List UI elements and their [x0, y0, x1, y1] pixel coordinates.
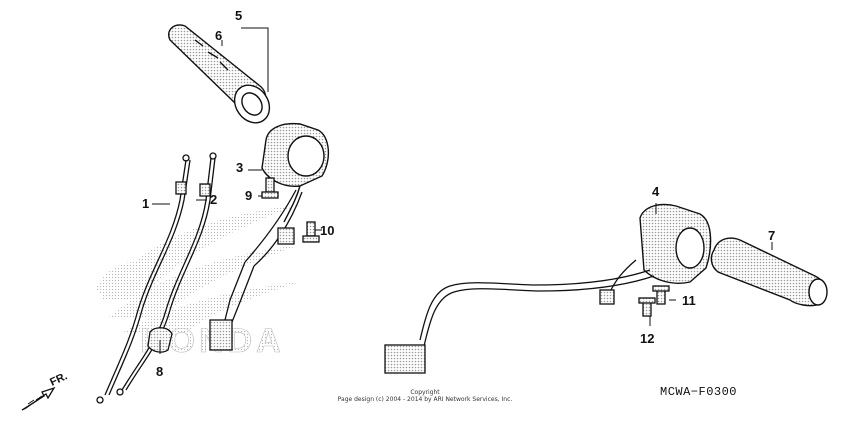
throttle-housing: [261, 122, 329, 223]
callout-5: 5: [235, 8, 242, 23]
callout-9: 9: [245, 188, 252, 203]
switch-wire-harness: [384, 259, 655, 374]
throttle-cables: [96, 152, 217, 404]
copyright-title: Copyright: [410, 389, 440, 396]
left-grip: [168, 24, 271, 124]
callout-12: 12: [640, 331, 654, 346]
honda-wing-watermark: [95, 205, 300, 334]
throttle-wire-harness: [209, 189, 303, 351]
callout-3: 3: [236, 160, 243, 175]
callout-10: 10: [320, 223, 334, 238]
screw-12: [638, 297, 656, 317]
callout-2: 2: [210, 192, 217, 207]
screw-11: [652, 285, 670, 305]
copyright-line: Page design (c) 2004 - 2014 by ARI Netwo…: [337, 396, 513, 403]
front-arrow-icon: FR.: [21, 370, 69, 411]
callout-1: 1: [142, 196, 149, 211]
callout-4: 4: [652, 184, 660, 199]
front-arrow-label: FR.: [48, 370, 69, 388]
bolt-10: [302, 221, 320, 243]
right-grip: [710, 237, 828, 307]
leader-lines: [152, 27, 773, 354]
callout-8: 8: [156, 364, 163, 379]
cable-clamp: [147, 327, 173, 353]
callout-11: 11: [682, 293, 696, 308]
reference-code: MCWA−F0300: [660, 385, 738, 399]
switch-housing: [639, 203, 712, 284]
callout-6: 6: [215, 28, 222, 43]
callout-7: 7: [768, 228, 775, 243]
bolt-9: [261, 177, 279, 199]
